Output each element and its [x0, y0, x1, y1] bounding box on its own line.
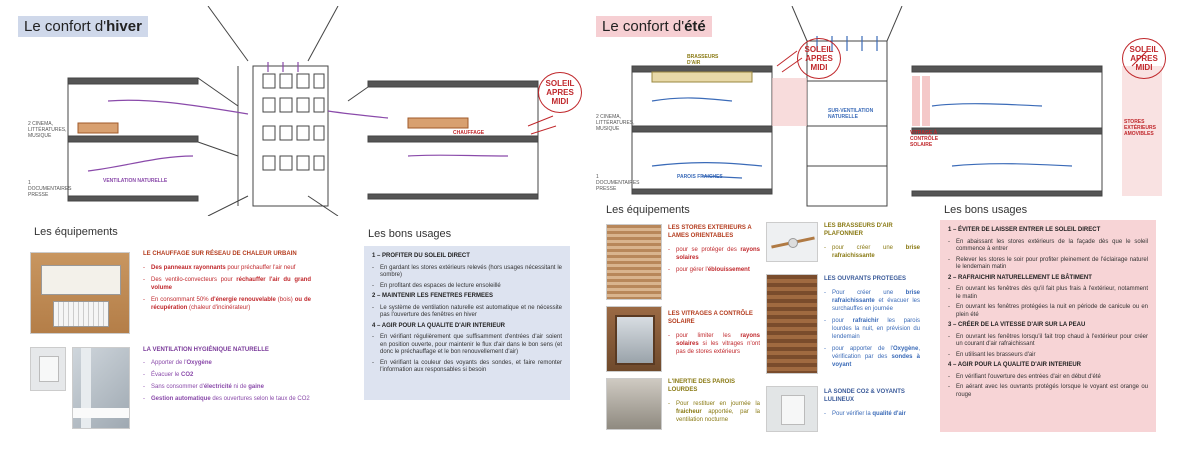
ouvrants-photo: [766, 274, 818, 374]
vitrages-bullet-1: pour limiter les rayons solaires si les …: [668, 332, 760, 356]
winter-ventilation-tag: VENTILATION NATURELLE: [103, 178, 168, 184]
sonde-bullet-1: Pour vérifier la qualité d'air: [824, 410, 920, 418]
summer-usage-h4: 4 – AGIR POUR LA QUALITE D'AIR INTERIEUR: [948, 362, 1081, 368]
summer-usage-h3-b1: En ouvrant les fenêtres lorsqu'il fait t…: [948, 334, 1148, 349]
ouvrants-bullet-3: pour apporter de l'Oxygène, vérification…: [824, 345, 920, 369]
stores-bullet-1: pour se protéger des rayons solaires: [668, 246, 760, 262]
brasseurs-bullet-1: pour créer une brise rafraichissante: [824, 244, 920, 260]
co2-probe-photo: [766, 386, 818, 432]
summer-surventilation-tag: SUR-VENTILATION NATURELLE: [828, 108, 874, 120]
ventilation-bullet-1: Apporter de l'Oxygène: [143, 359, 311, 367]
ventilation-bullet-2: Évacuer le CO2: [143, 371, 311, 379]
heating-block: LE CHAUFFAGE SUR RÉSEAU DE CHALEUR URBAI…: [143, 250, 311, 316]
summer-floor1-label: 1 DOCUMENTAIRES PRESSE: [596, 174, 640, 192]
summer-usage-h3-b2: En utilisant les brasseurs d'air: [948, 352, 1148, 360]
stores-bullet-2: pour gérer l'éblouissement: [668, 266, 760, 274]
inertie-heading: L'INERTIE DES PAROIS LOURDES: [668, 379, 735, 393]
winter-equipment-heading: Les équipements: [34, 226, 118, 238]
winter-usage-h1-b1: En gardant les stores extérieurs relevés…: [372, 265, 562, 280]
inertie-photo: [606, 378, 662, 430]
winter-usages-heading: Les bons usages: [368, 228, 452, 240]
stores-block: LES STORES EXTERIEURS A LAMES ORIENTABLE…: [668, 224, 760, 278]
winter-usage-h2-b1: Le système de ventilation naturelle est …: [372, 305, 562, 320]
summer-sketch: [631, 6, 1162, 207]
ouvrants-block: LES OUVRANTS PROTEGES Pour créer une bri…: [824, 275, 920, 373]
summer-usages-heading: Les bons usages: [944, 204, 1028, 216]
summer-brasseurs-tag: BRASSEURS D'AIR: [687, 54, 719, 66]
winter-usage-h1-b2: En profitant des espaces de lecture enso…: [372, 283, 562, 291]
winter-floor1-label: 1 DOCUMENTAIRES PRESSE: [28, 180, 72, 198]
winter-usage-h4-b1: En vérifiant régulièrement que suffisamm…: [372, 334, 562, 357]
winter-panel: Le confort d'hiver: [0, 0, 588, 472]
ouvrants-heading: LES OUVRANTS PROTEGES: [824, 276, 907, 282]
summer-panel: Le confort d'été: [592, 0, 1200, 472]
sonde-heading: LA SONDE CO2 & VOYANTS LULINEUX: [824, 389, 905, 403]
summer-sun-label-2: SOLEIL APRES MIDI: [1122, 38, 1166, 79]
winter-heating-tag: CHAUFFAGE: [453, 130, 485, 136]
summer-usage-h2-b1: En ouvrant les fenêtres dès qu'il fait p…: [948, 286, 1148, 301]
inertie-bullet-1: Pour restituer en journée la fraicheur a…: [668, 400, 760, 424]
inertie-block: L'INERTIE DES PAROIS LOURDES Pour restit…: [668, 378, 760, 428]
summer-usage-h3: 3 – CRÉER DE LA VITESSE D'AIR SUR LA PEA…: [948, 322, 1086, 328]
heating-bullet-3: En consommant 50% d'énergie renouvelable…: [143, 296, 311, 312]
ventilation-bullet-3: Sans consommer d'électricité ni de gaine: [143, 383, 311, 391]
winter-section-drawing: 2 CINEMA, LITTÉRATURES, MUSIQUE 1 DOCUME…: [8, 6, 582, 216]
summer-title-bold: été: [684, 18, 706, 35]
summer-usage-h2: 2 – RAFRAICHIR NATURELLEMENT LE BÂTIMENT: [948, 274, 1092, 281]
ventilation-block: LA VENTILATION HYGIÉNIQUE NATURELLE Appo…: [143, 346, 311, 407]
winter-floor2-label: 2 CINEMA, LITTÉRATURES, MUSIQUE: [28, 121, 67, 139]
winter-title-prefix: Le confort d': [24, 18, 107, 35]
winter-usage-h4: 4 – AGIR POUR LA QUALITE D'AIR INTERIEUR: [372, 322, 505, 329]
radiator-photo: [30, 252, 130, 334]
summer-title: Le confort d'été: [596, 16, 712, 37]
summer-usage-h4-b1: En vérifiant l'ouverture des entrées d'a…: [948, 374, 1148, 382]
summer-title-prefix: Le confort d': [602, 18, 685, 35]
winter-sketch: [67, 6, 557, 216]
summer-stores-tag: STORES EXTÉRIEURS AMOVIBLES: [1124, 119, 1156, 137]
heating-bullet-2: Des ventilo-convecteurs pour réchauffer …: [143, 276, 311, 292]
vitrages-photo: [606, 306, 662, 372]
heating-bullet-1: Des panneaux rayonnants pour préchauffer…: [143, 264, 311, 272]
winter-usages-box: 1 – PROFITER DU SOLEIL DIRECT En gardant…: [364, 246, 570, 400]
stores-photo: [606, 224, 662, 300]
summer-usage-h2-b2: En ouvrant les fenêtres protégées la nui…: [948, 304, 1148, 319]
stores-heading: LES STORES EXTERIEURS A LAMES ORIENTABLE…: [668, 225, 752, 239]
winter-sun-label: SOLEIL APRES MIDI: [538, 72, 582, 113]
summer-usage-h4-b2: En aérant avec les ouvrants protégés lor…: [948, 384, 1148, 399]
co2-sensor-photo: [30, 347, 66, 391]
summer-equipment-heading: Les équipements: [606, 204, 690, 216]
ouvrants-bullet-2: pour rafraichir les parois lourdes la nu…: [824, 317, 920, 341]
summer-usages-box: 1 – ÉVITER DE LAISSER ENTRER LE SOLEIL D…: [940, 220, 1156, 432]
vitrages-block: LES VITRAGES A CONTRÔLE SOLAIRE pour lim…: [668, 310, 760, 360]
summer-usage-h1-b2: Relever les stores le soir pour profiter…: [948, 257, 1148, 272]
brasseurs-block: LES BRASSEURS D'AIR PLAFONNIER pour crée…: [824, 222, 920, 264]
ventilation-opening-photo: [72, 347, 130, 429]
ventilation-bullet-4: Gestion automatique des ouvertures selon…: [143, 395, 311, 403]
ouvrants-bullet-1: Pour créer une brise rafraichissante et …: [824, 289, 920, 313]
winter-usage-h2: 2 – MAINTENIR LES FENETRES FERMEES: [372, 293, 494, 299]
summer-usage-h1-b1: En abaissant les stores extérieurs de la…: [948, 239, 1148, 254]
winter-usage-h4-b2: En vérifiant la couleur des voyants des …: [372, 360, 562, 375]
summer-floor2-label: 2 CINEMA, LITTÉRATURES, MUSIQUE: [596, 114, 635, 132]
sonde-block: LA SONDE CO2 & VOYANTS LULINEUX Pour vér…: [824, 388, 920, 422]
summer-usage-h1: 1 – ÉVITER DE LAISSER ENTRER LE SOLEIL D…: [948, 227, 1101, 233]
winter-title-bold: hiver: [106, 18, 142, 35]
summer-section-drawing: BRASSEURS D'AIR SOLEIL APRES MIDI SOLEIL…: [592, 6, 1192, 216]
vitrages-heading: LES VITRAGES A CONTRÔLE SOLAIRE: [668, 311, 753, 325]
summer-vitrage-tag: VITRAGE À CONTRÔLE SOLAIRE: [910, 130, 939, 148]
summer-parois-tag: PAROIS FRAICHES: [677, 174, 723, 180]
winter-title: Le confort d'hiver: [18, 16, 148, 37]
heating-heading: LE CHAUFFAGE SUR RÉSEAU DE CHALEUR URBAI…: [143, 251, 297, 257]
ceiling-fan-photo: [766, 222, 818, 262]
winter-usage-h1: 1 – PROFITER DU SOLEIL DIRECT: [372, 253, 470, 259]
ventilation-heading: LA VENTILATION HYGIÉNIQUE NATURELLE: [143, 347, 269, 353]
brasseurs-heading: LES BRASSEURS D'AIR PLAFONNIER: [824, 223, 893, 237]
summer-sun-label-1: SOLEIL APRES MIDI: [797, 38, 841, 79]
